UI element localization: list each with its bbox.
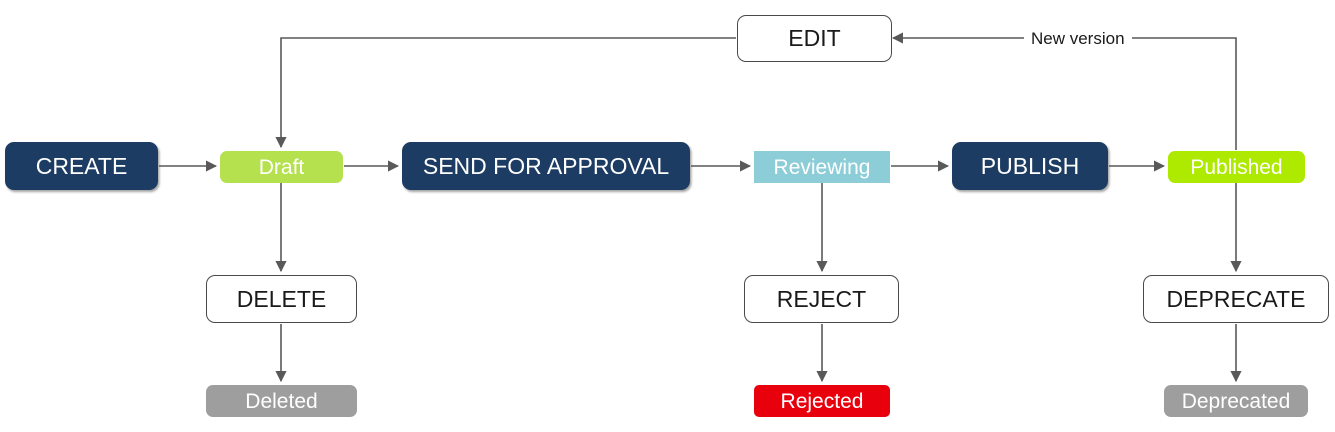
node-deprecate-label: DEPRECATE [1166, 285, 1306, 312]
node-reject[interactable]: REJECT [744, 275, 899, 323]
new-version-text: New version [1031, 29, 1125, 48]
node-draft[interactable]: Draft [220, 151, 343, 183]
node-publish[interactable]: PUBLISH [952, 142, 1108, 190]
node-create[interactable]: CREATE [5, 142, 158, 190]
node-edit[interactable]: EDIT [737, 15, 892, 62]
node-reviewing-label: Reviewing [773, 155, 871, 179]
node-publish-label: PUBLISH [980, 152, 1080, 179]
node-deleted[interactable]: Deleted [206, 385, 357, 417]
edge-published-edit [891, 32, 1237, 150]
node-published-label: Published [1190, 155, 1283, 179]
node-reviewing[interactable]: Reviewing [754, 151, 890, 183]
node-deleted-label: Deleted [245, 389, 318, 413]
node-send-for-approval[interactable]: SEND FOR APPROVAL [402, 142, 690, 190]
node-deprecated-label: Deprecated [1181, 389, 1291, 413]
edge-label-new-version: New version [1024, 30, 1132, 47]
edge-edit-draft [275, 37, 736, 149]
node-published[interactable]: Published [1168, 151, 1305, 183]
node-draft-label: Draft [258, 155, 305, 179]
node-send-for-approval-label: SEND FOR APPROVAL [422, 152, 670, 179]
node-create-label: CREATE [35, 152, 128, 179]
node-reject-label: REJECT [776, 285, 867, 312]
node-deprecate[interactable]: DEPRECATE [1143, 275, 1329, 323]
node-rejected[interactable]: Rejected [754, 385, 890, 417]
node-delete[interactable]: DELETE [206, 275, 357, 323]
node-delete-label: DELETE [236, 285, 327, 312]
node-edit-label: EDIT [788, 25, 841, 51]
node-deprecated[interactable]: Deprecated [1164, 385, 1308, 417]
node-rejected-label: Rejected [780, 389, 864, 413]
